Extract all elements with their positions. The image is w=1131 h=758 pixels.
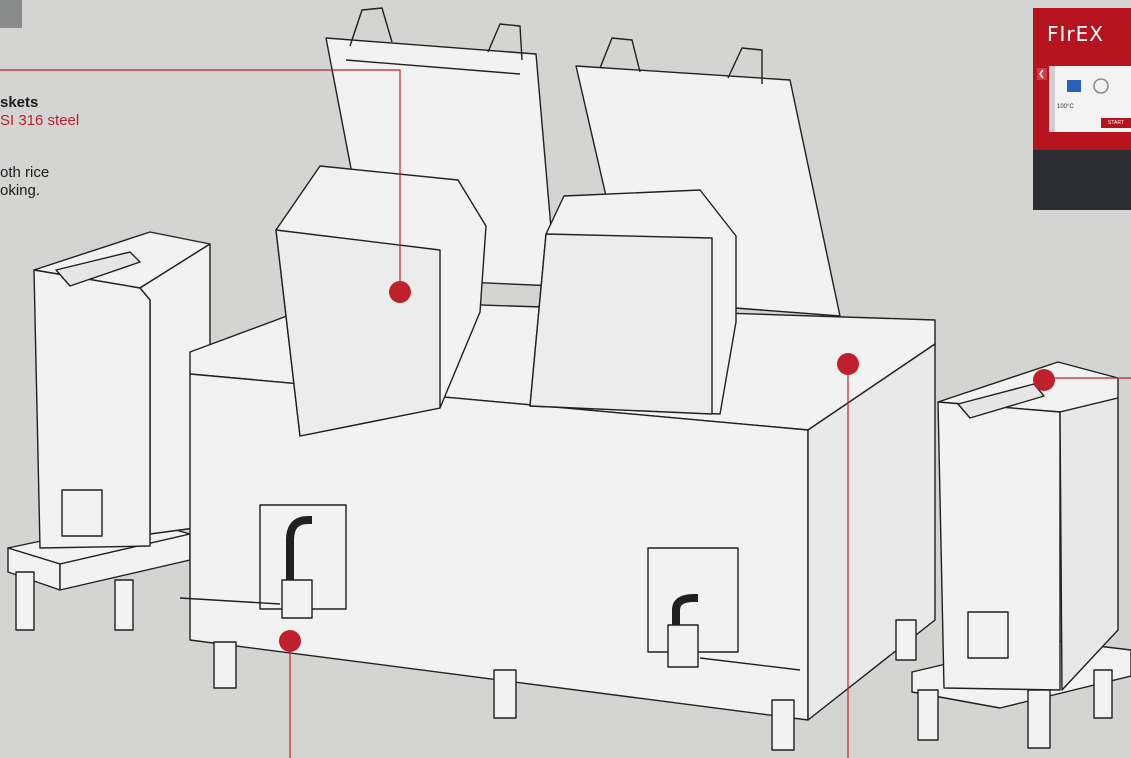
- callout-marker-basket: [389, 281, 411, 303]
- callout-description-line2: oking.: [0, 182, 41, 199]
- control-panel-photo: FIrEX 100°C START: [1033, 8, 1131, 210]
- panel-screen-icons: [1049, 66, 1109, 132]
- callout-markers: [279, 281, 1055, 652]
- control-panel-face: FIrEX 100°C START: [1033, 8, 1131, 150]
- panel-temperature: 100°C: [1057, 104, 1074, 110]
- callout-title: skets: [0, 94, 39, 111]
- panel-brand-logo: FIrEX: [1047, 22, 1104, 46]
- callout-subtitle: SI 316 steel: [0, 112, 80, 129]
- basket-right: [529, 189, 737, 415]
- callout-marker-controller: [1033, 369, 1055, 391]
- callout-marker-drain: [279, 630, 301, 652]
- callout-lines: [0, 69, 1131, 758]
- left-controller: [7, 231, 211, 631]
- thumbnail-image: [0, 0, 22, 28]
- drain-pipes: [179, 516, 801, 671]
- panel-start-button: START: [1101, 118, 1131, 128]
- back-arrow-icon: [1037, 68, 1047, 80]
- right-controller: [911, 361, 1131, 749]
- callout-description-line1: oth rice: [0, 164, 50, 181]
- callout-marker-lid-hinge: [837, 353, 859, 375]
